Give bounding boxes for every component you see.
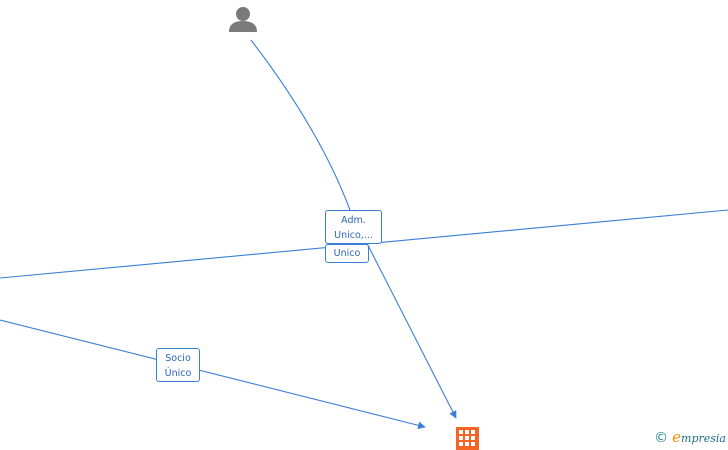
edge-left-company[interactable] xyxy=(0,319,426,430)
edge-label-adm-line2: Unico,... xyxy=(334,230,373,241)
person-icon[interactable] xyxy=(229,7,257,32)
brand-logo: empresia xyxy=(672,429,726,447)
edge-label-unico-line1: Unico xyxy=(333,248,361,259)
brand-watermark: © empresia xyxy=(654,429,726,447)
building-icon[interactable] xyxy=(456,427,479,450)
edge-label-socio-line1: Socio xyxy=(165,353,191,364)
edge-person-company[interactable] xyxy=(250,39,457,419)
edge-label-adm-unico[interactable]: Adm. Unico,... xyxy=(325,210,382,244)
copyright-symbol: © xyxy=(654,430,669,446)
brand-initial: e xyxy=(672,428,682,446)
edge-label-socio-unico[interactable]: Socio Único xyxy=(156,348,200,382)
edge-label-socio-line2: Único xyxy=(164,368,192,379)
edge-label-adm-line1: Adm. xyxy=(341,215,366,226)
edge-label-unico[interactable]: Unico xyxy=(325,244,369,263)
brand-name-text: mpresia xyxy=(681,432,726,445)
